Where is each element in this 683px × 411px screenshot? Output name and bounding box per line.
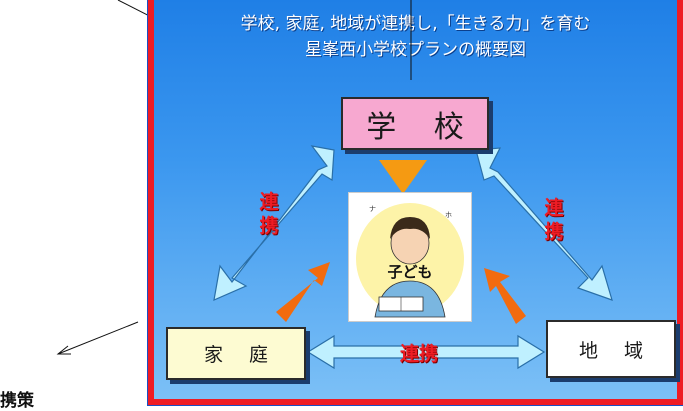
school-family-double-arrow [213, 145, 335, 301]
link-label-family-region: 連携 [400, 343, 439, 365]
school-to-child-arrow [379, 160, 427, 194]
diagram-title-line2: 星峯西小学校プランの概要図 [305, 40, 526, 60]
child-node: ナ ホ 子ども [348, 192, 472, 322]
diagram-frame: 学校, 家庭, 地域が連携し,「生きる力」を育む 星峯西小学校プランの概要図 学… [147, 0, 683, 406]
diagram-title-line1: 学校, 家庭, 地域が連携し,「生きる力」を育む [240, 14, 591, 34]
family-region-double-arrow [306, 334, 546, 370]
partial-caption-text: 携策 [0, 391, 34, 411]
svg-text:ホ: ホ [445, 211, 452, 219]
child-label: 子ども [387, 263, 433, 281]
link-label-school-region: 連携 [544, 197, 564, 243]
family-node: 家 庭 [166, 327, 306, 380]
link-label-school-family: 連携 [259, 191, 279, 237]
connection-arrows [213, 0, 613, 370]
region-node: 地 域 [546, 320, 676, 378]
school-region-double-arrow [475, 147, 613, 301]
school-node: 学 校 [341, 97, 489, 150]
child-illustration: ナ ホ [356, 203, 464, 318]
region-to-child-arrow [484, 268, 526, 324]
family-to-child-arrow [276, 262, 330, 322]
svg-text:ナ: ナ [369, 205, 376, 213]
